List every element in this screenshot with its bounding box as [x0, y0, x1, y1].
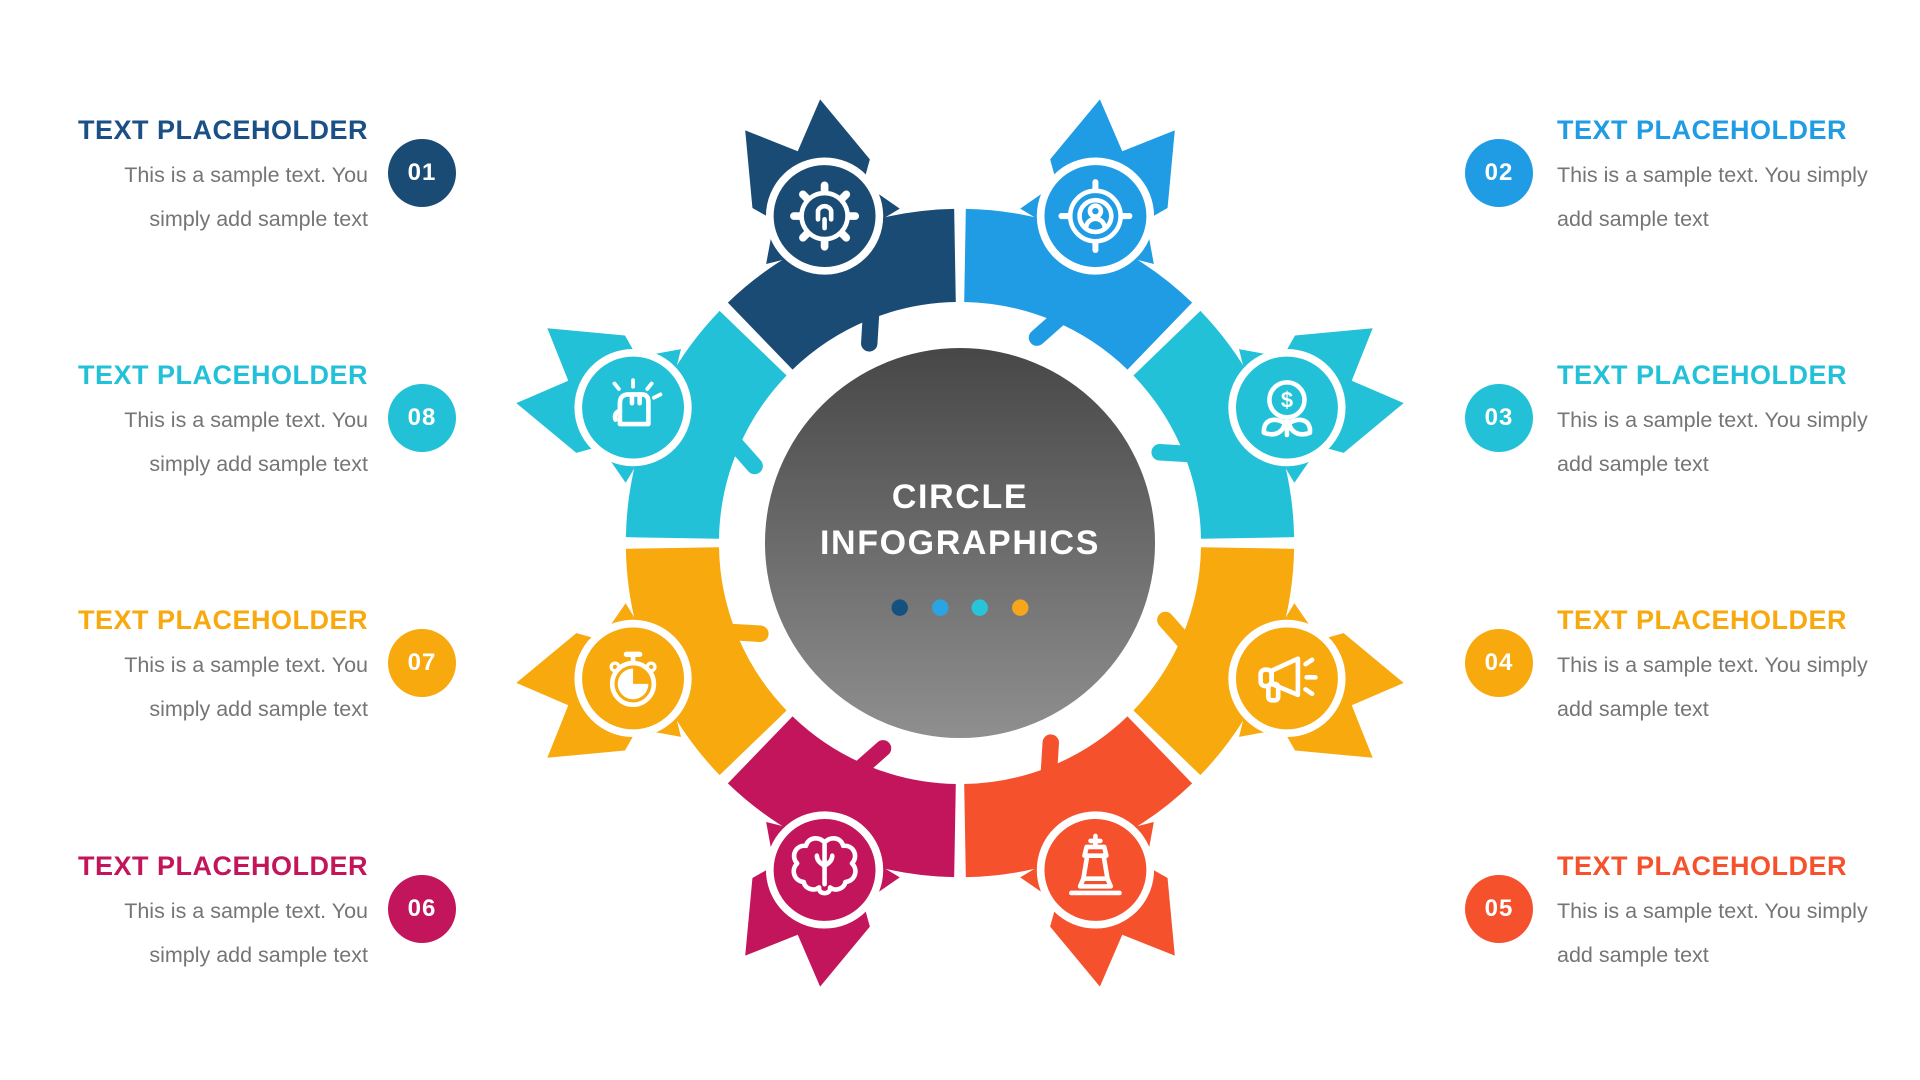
item-01: TEXT PLACEHOLDER This is a sample text. …: [64, 113, 456, 241]
item-06-number-badge: 06: [388, 875, 456, 943]
center-title-line1: CIRCLE: [892, 478, 1028, 516]
segment-band-06: [727, 715, 957, 878]
dot-4: [1012, 599, 1029, 616]
segment-badge-08: [504, 298, 763, 487]
dot-1: [891, 599, 908, 616]
stopwatch-icon: [609, 651, 657, 708]
item-05-number-badge: 05: [1465, 875, 1533, 943]
segment-band-02: [963, 208, 1193, 371]
chess-king-icon: [1069, 833, 1122, 896]
item-07-number-badge: 07: [388, 629, 456, 697]
item-07-heading: TEXT PLACEHOLDER: [77, 605, 368, 635]
item-08-number-badge: 08: [388, 384, 456, 452]
fist-icon: [612, 378, 663, 427]
item-06: TEXT PLACEHOLDER This is a sample text. …: [64, 849, 456, 977]
item-04-heading: TEXT PLACEHOLDER: [1557, 605, 1848, 635]
item-08-heading: TEXT PLACEHOLDER: [77, 360, 368, 390]
item-05: TEXT PLACEHOLDER This is a sample text. …: [1465, 849, 1885, 977]
money-growth-icon: $: [1261, 380, 1313, 438]
item-07-body: This is a sample text. You simply add sa…: [124, 653, 368, 721]
item-01-number-badge: 01: [388, 139, 456, 207]
segment-band-08: [625, 310, 788, 540]
item-03-number-badge: 03: [1465, 384, 1533, 452]
center-circle: [764, 347, 1156, 739]
item-08-body: This is a sample text. You simply add sa…: [124, 408, 368, 476]
item-02: TEXT PLACEHOLDER This is a sample text. …: [1465, 113, 1885, 241]
gear-icon: [790, 181, 860, 251]
item-02-number-badge: 02: [1465, 139, 1533, 207]
item-02-heading: TEXT PLACEHOLDER: [1557, 115, 1848, 145]
item-05-body: This is a sample text. You simply add sa…: [1557, 899, 1868, 967]
segment-band-05: [963, 715, 1193, 878]
center-title-line2: INFOGRAPHICS: [820, 524, 1100, 562]
segment-band-04: [1132, 546, 1295, 776]
circle-infographic-ring: $: [504, 87, 1416, 999]
item-03-heading: TEXT PLACEHOLDER: [1557, 360, 1848, 390]
segment-band-03: [1132, 310, 1295, 540]
item-01-heading: TEXT PLACEHOLDER: [77, 115, 368, 145]
segment-badge-05: [1016, 734, 1205, 999]
segment-band-07: [625, 546, 788, 776]
dot-2: [932, 599, 949, 616]
dot-3: [971, 599, 988, 616]
item-05-heading: TEXT PLACEHOLDER: [1557, 851, 1848, 881]
item-04-number-badge: 04: [1465, 629, 1533, 697]
center-dots: [891, 599, 1029, 616]
segment-badge-04: [1157, 599, 1416, 788]
megaphone-icon: [1258, 656, 1318, 703]
segment-badge-03: [1151, 298, 1416, 487]
item-08: TEXT PLACEHOLDER This is a sample text. …: [64, 358, 456, 486]
item-07: TEXT PLACEHOLDER This is a sample text. …: [64, 603, 456, 731]
brain-icon: [791, 836, 858, 896]
target-audience-icon: [1058, 179, 1133, 254]
segment-band-01: [727, 208, 957, 371]
segment-badge-01: [715, 87, 904, 352]
item-06-heading: TEXT PLACEHOLDER: [77, 851, 368, 881]
item-06-body: This is a sample text. You simply add sa…: [124, 899, 368, 967]
item-03-body: This is a sample text. You simply add sa…: [1557, 408, 1868, 476]
item-03: TEXT PLACEHOLDER This is a sample text. …: [1465, 358, 1885, 486]
item-04: TEXT PLACEHOLDER This is a sample text. …: [1465, 603, 1885, 731]
item-04-body: This is a sample text. You simply add sa…: [1557, 653, 1868, 721]
item-02-body: This is a sample text. You simply add sa…: [1557, 163, 1868, 231]
item-01-body: This is a sample text. You simply add sa…: [124, 163, 368, 231]
svg-text:$: $: [1281, 388, 1293, 413]
